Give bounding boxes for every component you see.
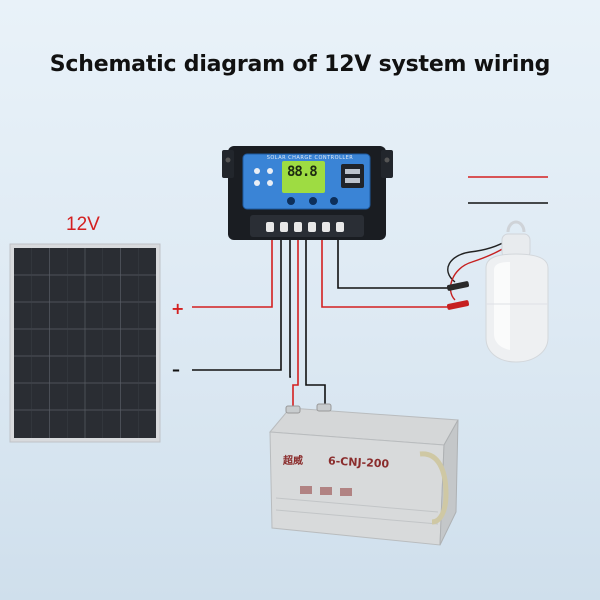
battery-positive-wire [292,240,299,408]
load-positive-wire [321,240,455,308]
lcd-reading: 88.8 [287,164,318,180]
solar-panel [9,243,161,443]
negative-sign: – [172,360,180,379]
light-bulb [446,220,549,363]
charge-controller [222,146,393,240]
battery-brand: 超威 [283,456,303,467]
panel-positive-wire [192,240,273,308]
load-negative-wire [337,240,452,289]
panel-voltage-label: 12V [66,214,100,235]
diagram-title: Schematic diagram of 12V system wiring [49,52,551,77]
battery [268,403,459,546]
battery-negative-wire [305,240,326,405]
panel-negative-wire [192,240,282,371]
positive-sign: + [171,299,185,318]
controller-label: SOLAR CHARGE CONTROLLER [266,155,354,161]
